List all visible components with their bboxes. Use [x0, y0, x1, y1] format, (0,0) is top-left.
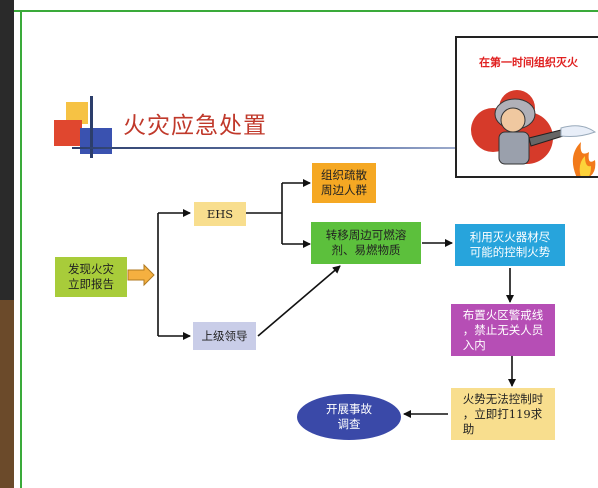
node-report: 发现火灾立即报告 — [55, 257, 127, 297]
node-call-line-2: ，立即打119求 — [462, 406, 543, 421]
deco-blue-square — [80, 128, 112, 154]
node-ehs-label: EHS — [206, 206, 234, 221]
node-leader: 上级领导 — [193, 322, 256, 350]
arrow-leader-to-transfer — [257, 265, 341, 337]
node-investigate-line-1: 开展事故 — [326, 402, 372, 416]
node-transfer-line-2: 剂、易燃物质 — [331, 243, 401, 257]
frame-border-left — [20, 10, 22, 488]
node-extinguish: 利用灭火器材尽可能的控制火势 — [455, 224, 565, 266]
node-transfer-line-1: 转移周边可燃溶 — [325, 228, 407, 242]
node-transfer: 转移周边可燃溶剂、易燃物质 — [311, 222, 421, 264]
deco-yellow-square — [66, 102, 88, 124]
title-underline — [72, 147, 592, 149]
firefighter-poster: 在第一时间组织灭火 — [455, 36, 598, 178]
node-report-line-2: 立即报告 — [68, 277, 114, 291]
background-wood — [0, 300, 14, 488]
deco-red-square — [54, 120, 82, 146]
node-cordon-line-3: 入内 — [462, 337, 486, 352]
page-title: 火灾应急处置 — [123, 113, 267, 139]
firefighter-icon — [471, 90, 597, 176]
node-evacuate-line-2: 周边人群 — [321, 183, 367, 197]
node-ehs: EHS — [194, 202, 246, 226]
node-report-line-1: 发现火灾 — [68, 262, 114, 276]
node-evacuate-line-1: 组织疏散 — [321, 168, 367, 182]
node-evacuate: 组织疏散周边人群 — [312, 163, 376, 203]
node-leader-label: 上级领导 — [201, 328, 248, 343]
poster-caption: 在第一时间组织灭火 — [479, 56, 578, 69]
deco-vertical-line — [90, 96, 93, 158]
node-cordon: 布置火区警戒线，禁止无关人员入内 — [451, 304, 555, 356]
node-cordon-line-2: ，禁止无关人员 — [462, 322, 544, 337]
node-extinguish-line-1: 利用灭火器材尽 — [469, 230, 551, 244]
background-strip — [0, 0, 14, 488]
frame-border-top — [14, 10, 598, 12]
node-extinguish-line-2: 可能的控制火势 — [469, 245, 551, 259]
node-call-line-3: 助 — [462, 421, 475, 436]
node-investigate-line-2: 调查 — [337, 417, 361, 431]
node-call-line-1: 火势无法控制时 — [462, 391, 544, 406]
node-cordon-line-1: 布置火区警戒线 — [462, 307, 544, 322]
node-investigate: 开展事故调查 — [297, 394, 401, 440]
node-call: 火势无法控制时，立即打119求助 — [451, 388, 555, 440]
arrow-from-report — [127, 263, 155, 287]
